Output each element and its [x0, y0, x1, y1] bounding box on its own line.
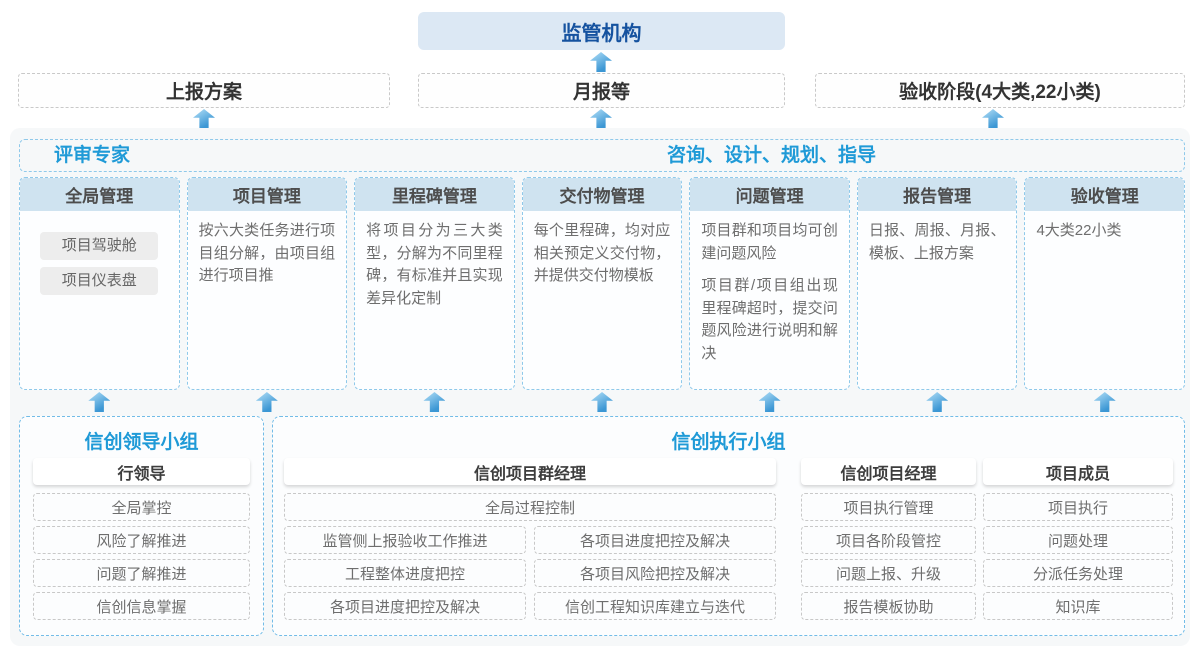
leading-group-box: 信创领导小组 行领导 全局掌控 风险了解推进 问题了解推进 信创信息掌握: [19, 416, 264, 636]
column-title: 项目管理: [187, 178, 347, 211]
column-body: 将项目分为三大类型，分解为不同里程碑，有标准并且实现差异化定制: [355, 211, 514, 319]
pill-item: 项目仪表盘: [40, 267, 159, 295]
list-item: 信创工程知识库建立与迭代: [534, 592, 776, 620]
up-arrow-icon: [590, 52, 612, 72]
column-paragraph: 4大类22小类: [1036, 222, 1122, 239]
list-item: 分派任务处理: [983, 559, 1173, 587]
up-arrow-icon: [88, 392, 111, 412]
members-section: 项目成员 项目执行 问题处理 分派任务处理 知识库: [983, 458, 1173, 620]
column-paragraph: 项目群/项目组出现里程碑超时，提交问题风险进行说明和解决: [701, 277, 838, 362]
column-body: 日报、周报、月报、模板、上报方案: [858, 211, 1017, 274]
role-header-project-manager: 信创项目经理: [801, 458, 976, 485]
list-item: 各项目进度把控及解决: [284, 592, 526, 620]
experts-strip: 评审专家 咨询、设计、规划、指导: [19, 139, 1185, 172]
list-item: 问题上报、升级: [801, 559, 976, 587]
column-title: 里程碑管理: [355, 178, 514, 211]
list-item: 各项目进度把控及解决: [534, 526, 776, 554]
role-header-program-manager: 信创项目群经理: [284, 458, 776, 485]
list-item: 全局掌控: [33, 493, 250, 521]
up-arrow-icon: [1093, 392, 1116, 412]
column-paragraph: 项目群和项目均可创建问题风险: [701, 222, 838, 262]
leading-group-title: 信创领导小组: [84, 432, 199, 453]
column-body: 项目群和项目均可创建问题风险 项目群/项目组出现里程碑超时，提交问题风险进行说明…: [690, 211, 849, 374]
management-columns: 全局管理 项目驾驶舱 项目仪表盘 项目管理 按六大类任务进行项目组分解，由项目组…: [19, 177, 1186, 390]
list-item: 信创信息掌握: [33, 592, 250, 620]
column-milestone-mgmt: 里程碑管理 将项目分为三大类型，分解为不同里程碑，有标准并且实现差异化定制: [354, 177, 515, 390]
column-body: 每个里程碑，均对应相关预定义交付物，并提供交付物模板: [523, 211, 682, 297]
column-body: 4大类22小类: [1025, 211, 1184, 252]
role-header-bank-leaders: 行领导: [33, 458, 250, 485]
up-arrow-icon: [926, 392, 949, 412]
column-title: 报告管理: [857, 178, 1017, 211]
report-monthly-box: 月报等: [418, 73, 785, 108]
column-body: 项目驾驶舱 项目仪表盘: [20, 211, 179, 304]
up-arrow-icon: [193, 109, 215, 129]
report-acceptance-box: 验收阶段(4大类,22小类): [815, 73, 1185, 108]
column-body: 按六大类任务进行项目组分解，由项目组进行项目推: [188, 211, 347, 297]
mid-arrows-row: [19, 392, 1185, 414]
up-arrow-icon: [591, 392, 614, 412]
column-paragraph: 将项目分为三大类型，分解为不同里程碑，有标准并且实现差异化定制: [366, 222, 503, 307]
list-item: 报告模板协助: [801, 592, 976, 620]
report-plan-box: 上报方案: [18, 73, 390, 108]
column-title: 问题管理: [690, 178, 849, 211]
list-item: 全局过程控制: [284, 493, 776, 521]
column-report-mgmt: 报告管理 日报、周报、月报、模板、上报方案: [856, 177, 1018, 390]
list-item: 项目执行: [983, 493, 1173, 521]
column-deliverable-mgmt: 交付物管理 每个里程碑，均对应相关预定义交付物，并提供交付物模板: [521, 177, 683, 390]
up-arrow-icon: [255, 392, 278, 412]
up-arrow-icon: [982, 109, 1004, 129]
list-item: 问题处理: [983, 526, 1173, 554]
list-item: 问题了解推进: [33, 559, 250, 587]
column-acceptance-mgmt: 验收管理 4大类22小类: [1024, 177, 1186, 390]
column-title: 验收管理: [1025, 178, 1185, 211]
up-arrow-icon: [758, 392, 781, 412]
executive-group-box: 信创执行小组 信创项目群经理 全局过程控制 监管侧上报验收工作推进 各项目进度把…: [272, 416, 1185, 636]
column-paragraph: 按六大类任务进行项目组分解，由项目组进行项目推: [198, 222, 336, 284]
pill-item: 项目驾驶舱: [40, 232, 159, 260]
program-manager-section: 信创项目群经理 全局过程控制 监管侧上报验收工作推进 各项目进度把控及解决 工程…: [284, 458, 776, 620]
experts-label: 评审专家: [54, 145, 131, 166]
project-manager-section: 信创项目经理 项目执行管理 项目各阶段管控 问题上报、升级 报告模板协助: [801, 458, 976, 620]
list-item: 工程整体进度把控: [284, 559, 526, 587]
list-item: 项目各阶段管控: [801, 526, 976, 554]
program-manager-items: 全局过程控制 监管侧上报验收工作推进 各项目进度把控及解决 工程整体进度把控 各…: [284, 493, 776, 620]
list-item: 风险了解推进: [33, 526, 250, 554]
column-global-mgmt: 全局管理 项目驾驶舱 项目仪表盘: [19, 177, 180, 390]
list-item: 监管侧上报验收工作推进: [284, 526, 526, 554]
column-paragraph: 日报、周报、月报、模板、上报方案: [868, 222, 1006, 262]
up-arrow-icon: [423, 392, 446, 412]
column-project-mgmt: 项目管理 按六大类任务进行项目组分解，由项目组进行项目推: [186, 177, 348, 390]
list-item: 各项目风险把控及解决: [534, 559, 776, 587]
column-paragraph: 每个里程碑，均对应相关预定义交付物，并提供交付物模板: [533, 222, 671, 284]
list-item: 项目执行管理: [801, 493, 976, 521]
column-issue-mgmt: 问题管理 项目群和项目均可创建问题风险 项目群/项目组出现里程碑超时，提交问题风…: [689, 177, 850, 390]
column-title: 交付物管理: [522, 178, 682, 211]
list-item: 知识库: [983, 592, 1173, 620]
consult-label: 咨询、设计、规划、指导: [667, 145, 877, 166]
role-header-members: 项目成员: [983, 458, 1173, 485]
column-title: 全局管理: [20, 178, 179, 211]
up-arrow-icon: [590, 109, 612, 129]
regulator-box: 监管机构: [418, 12, 785, 50]
executive-group-title: 信创执行小组: [671, 432, 786, 453]
